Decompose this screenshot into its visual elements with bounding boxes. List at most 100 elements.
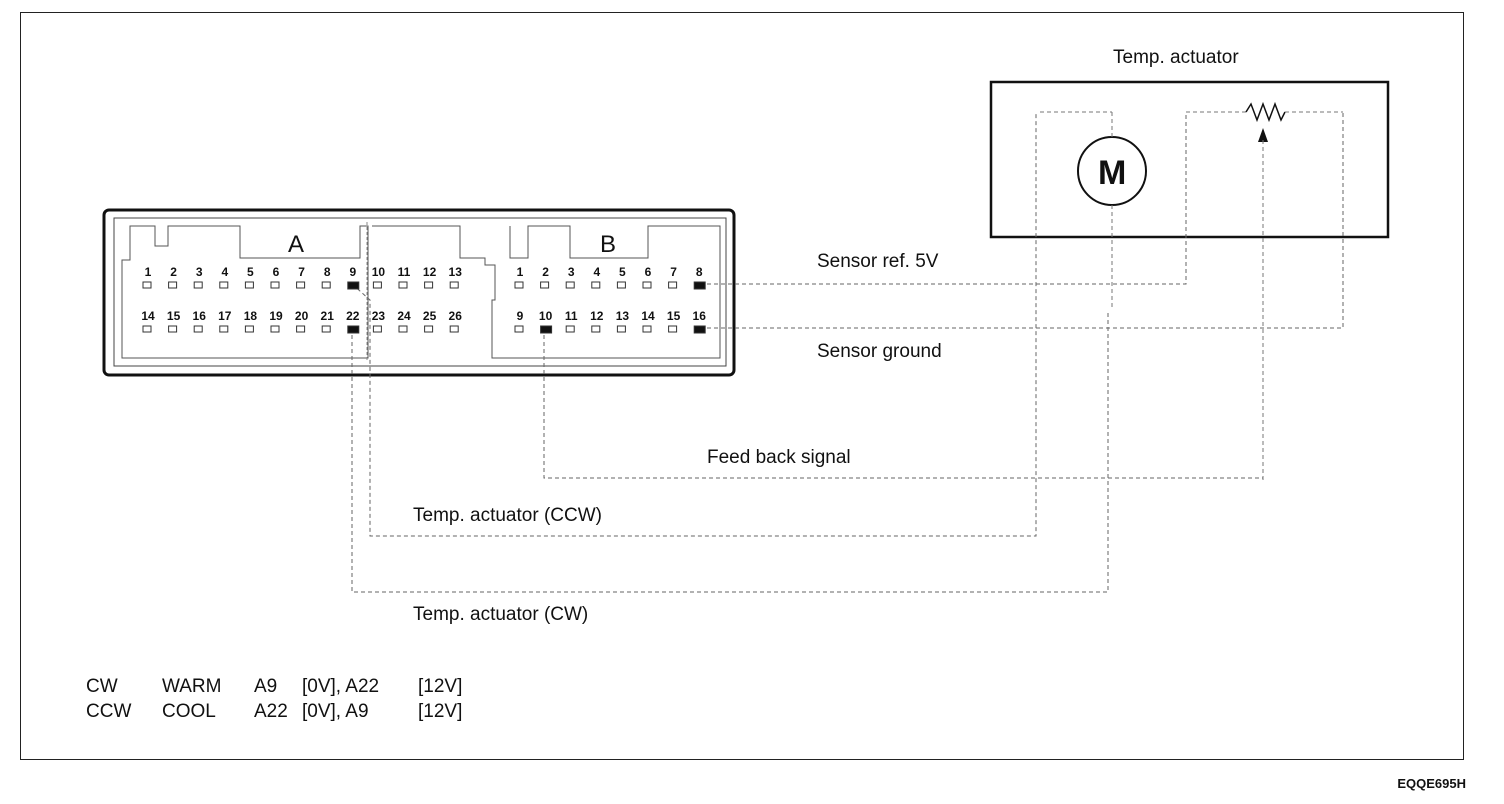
pin-number: 21	[321, 309, 335, 323]
pin-terminal	[168, 281, 178, 289]
pin-terminal	[424, 281, 434, 289]
pin-terminal	[398, 281, 408, 289]
pin-terminal	[449, 281, 459, 289]
ccw-label: Temp. actuator (CCW)	[413, 505, 602, 526]
pin-number: 9	[349, 265, 356, 279]
pin-terminal-used	[347, 325, 360, 334]
pin-number: 5	[619, 265, 626, 279]
pin-terminal	[616, 325, 626, 333]
pin-terminal	[514, 281, 524, 289]
pin-terminal	[540, 281, 550, 289]
pin-number: 8	[696, 265, 703, 279]
figure-code: EQQE695H	[1397, 776, 1466, 791]
wire-sensor-ground	[700, 112, 1344, 329]
pin-number: 8	[324, 265, 331, 279]
pin-number: 26	[449, 309, 463, 323]
legend-row-cw: CW WARM A9 [0V], A22 [12V]	[86, 676, 506, 701]
pin-terminal	[142, 325, 152, 333]
pin-number: 12	[423, 265, 437, 279]
pin-number: 18	[244, 309, 258, 323]
pin-number: 10	[372, 265, 386, 279]
pin-terminal	[244, 325, 254, 333]
pin-number: 6	[273, 265, 280, 279]
pin-number: 13	[616, 309, 630, 323]
legend-dir: CCW	[86, 701, 132, 722]
wire-ccw	[351, 112, 1037, 537]
pin-number: 11	[398, 265, 411, 279]
pin-number: 25	[423, 309, 437, 323]
legend-v1: [0V], A9	[302, 701, 369, 722]
pin-number: 16	[193, 309, 207, 323]
pin-terminal	[321, 281, 331, 289]
connector-inner-outline	[113, 217, 727, 367]
pin-number: 22	[346, 309, 360, 323]
voltage-legend: CW WARM A9 [0V], A22 [12V] CCW COOL A22 …	[86, 676, 506, 726]
connector-a-label: A	[288, 231, 304, 258]
pin-number: 6	[645, 265, 652, 279]
pin-terminal	[424, 325, 434, 333]
diagram-frame	[20, 12, 1464, 760]
pin-terminal-used	[540, 325, 553, 334]
connector-housing	[102, 208, 736, 377]
legend-mode: WARM	[162, 676, 222, 697]
pin-terminal	[168, 325, 178, 333]
pin-number: 2	[170, 265, 177, 279]
pin-terminal	[514, 325, 524, 333]
pin-number: 7	[670, 265, 677, 279]
connector-a-key	[121, 225, 369, 359]
pin-number: 24	[397, 309, 411, 323]
pin-terminal	[219, 325, 229, 333]
legend-pin: A22	[254, 701, 288, 722]
pin-number: 19	[269, 309, 283, 323]
pin-terminal-used	[347, 281, 360, 290]
pin-number: 20	[295, 309, 309, 323]
pin-number: 14	[641, 309, 655, 323]
connector-b-label: B	[600, 231, 616, 258]
pin-terminal-used	[693, 281, 706, 290]
pin-terminal	[449, 325, 459, 333]
pin-number: 17	[218, 309, 232, 323]
pin-number: 12	[590, 309, 604, 323]
pin-number: 10	[539, 309, 553, 323]
resistor-icon	[1245, 101, 1286, 123]
pin-terminal	[591, 281, 601, 289]
legend-pin: A9	[254, 676, 278, 697]
pin-number: 7	[298, 265, 305, 279]
pin-number: 15	[167, 309, 181, 323]
wiper-arrow-icon	[1258, 128, 1268, 142]
pin-terminal	[372, 281, 382, 289]
legend-v1: [0V], A22	[302, 676, 380, 697]
pin-terminal	[591, 325, 601, 333]
pin-number: 15	[667, 309, 681, 323]
pin-number: 11	[565, 309, 578, 323]
pin-terminal	[219, 281, 229, 289]
actuator-title: Temp. actuator	[1113, 47, 1239, 68]
pin-number: 5	[247, 265, 254, 279]
pin-number: 4	[221, 265, 228, 279]
pin-terminal	[565, 325, 575, 333]
legend-row-ccw: CCW COOL A22 [0V], A9 [12V]	[86, 701, 506, 726]
wire-feedback	[543, 328, 1263, 479]
pin-terminal	[193, 325, 203, 333]
actuator-box	[989, 80, 1390, 239]
sensor-ref-label: Sensor ref. 5V	[817, 251, 939, 272]
legend-mode: COOL	[162, 701, 216, 722]
pin-number: 3	[196, 265, 203, 279]
legend-v2: [12V]	[418, 701, 463, 722]
pin-terminal-used	[693, 325, 706, 334]
cw-label: Temp. actuator (CW)	[413, 604, 589, 625]
pin-terminal	[668, 281, 678, 289]
pin-terminal	[616, 281, 626, 289]
pin-terminal	[270, 325, 280, 333]
pin-terminal	[668, 325, 678, 333]
pin-terminal	[321, 325, 331, 333]
feedback-label: Feed back signal	[707, 447, 851, 468]
pin-number: 1	[517, 265, 524, 279]
pin-number: 13	[449, 265, 463, 279]
pin-number: 16	[693, 309, 707, 323]
pin-number: 1	[145, 265, 152, 279]
pin-terminal	[642, 325, 652, 333]
